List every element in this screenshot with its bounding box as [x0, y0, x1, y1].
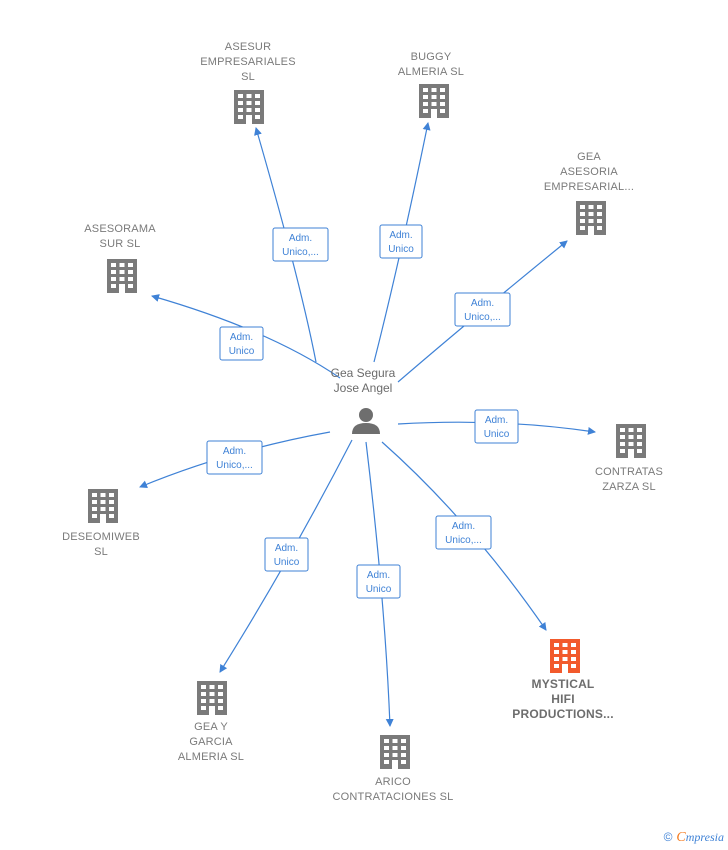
- building-icon: [419, 84, 449, 118]
- role-text: Adm.: [452, 521, 475, 532]
- company-name-line: HIFI: [551, 692, 574, 706]
- role-text: Adm.: [389, 230, 412, 241]
- company-node-mystical[interactable]: MYSTICALHIFIPRODUCTIONS...: [512, 639, 614, 721]
- role-text: Adm.: [471, 298, 494, 309]
- building-icon: [234, 90, 264, 124]
- role-text: Unico: [484, 429, 510, 440]
- company-name-line: ASESUR: [225, 41, 271, 53]
- role-text: Adm.: [485, 415, 508, 426]
- company-name-line: MYSTICAL: [532, 677, 595, 691]
- center-name-line1: Gea Segura: [331, 366, 396, 380]
- role-badge-buggy[interactable]: Adm. Unico: [379, 224, 423, 259]
- company-name-line: ARICO: [375, 776, 411, 788]
- role-badge-asesur[interactable]: Adm. Unico,...: [272, 227, 329, 262]
- role-badge-arico[interactable]: Adm. Unico: [356, 564, 401, 599]
- company-name-line: GARCIA: [189, 736, 233, 748]
- role-text: Unico: [229, 346, 255, 357]
- company-name-line: ASESORAMA: [84, 223, 156, 235]
- company-name-line: ASESORIA: [560, 166, 618, 178]
- building-icon: [550, 639, 580, 673]
- company-node-gea-asesoria[interactable]: GEA ASESORIA EMPRESARIAL...: [544, 151, 634, 235]
- role-text: Adm.: [367, 570, 390, 581]
- role-text: Adm.: [230, 332, 253, 343]
- role-badge-gea-asesoria[interactable]: Adm. Unico,...: [454, 292, 511, 327]
- company-name-line: ALMERIA SL: [178, 751, 244, 763]
- edges-layer: Adm.Unico,...Adm.UnicoAdm.Unico,...Adm.U…: [139, 122, 596, 727]
- company-name-line: GEA: [577, 151, 601, 163]
- company-node-asesorama[interactable]: ASESORAMA SUR SL: [84, 223, 156, 293]
- company-name-line: CONTRATAS: [595, 466, 663, 478]
- role-text: Adm.: [223, 446, 246, 457]
- company-node-contratas[interactable]: CONTRATAS ZARZA SL: [595, 424, 663, 493]
- role-text: Unico: [388, 244, 414, 255]
- role-text: Unico: [366, 584, 392, 595]
- nodes-layer: ASESUR EMPRESARIALES SL BUGGY ALMERIA SL GEA A…: [62, 41, 663, 803]
- company-node-gea-garcia[interactable]: GEA Y GARCIA ALMERIA SL: [178, 681, 244, 763]
- building-icon: [576, 201, 606, 235]
- role-badge-contratas[interactable]: Adm. Unico: [474, 409, 519, 444]
- company-node-deseomiweb[interactable]: DESEOMIWEB SL: [62, 489, 140, 558]
- company-name-line: SL: [241, 71, 255, 83]
- person-icon: [352, 408, 380, 434]
- building-icon: [616, 424, 646, 458]
- company-name-line: SL: [94, 546, 108, 558]
- role-badge-mystical[interactable]: Adm. Unico,...: [435, 515, 492, 550]
- center-person-node[interactable]: Gea Segura Jose Angel: [331, 366, 396, 434]
- brand-logo-letter: C: [676, 830, 686, 845]
- company-name-line: EMPRESARIAL...: [544, 181, 634, 193]
- role-text: Unico,...: [445, 535, 482, 546]
- copyright-symbol: ©: [663, 830, 673, 844]
- company-name-line: SUR SL: [100, 238, 141, 250]
- role-text: Unico,...: [216, 460, 253, 471]
- company-name-line: ALMERIA SL: [398, 66, 464, 78]
- brand-logo-text: mpresia: [685, 830, 724, 844]
- role-text: Adm.: [289, 233, 312, 244]
- company-name-line: GEA Y: [194, 721, 228, 733]
- company-name-line: CONTRATACIONES SL: [333, 791, 454, 803]
- company-name-line: DESEOMIWEB: [62, 531, 140, 543]
- company-node-asesur[interactable]: ASESUR EMPRESARIALES SL: [200, 41, 296, 124]
- role-text: Adm.: [275, 543, 298, 554]
- role-text: Unico,...: [282, 247, 319, 258]
- company-name-line: ZARZA SL: [602, 481, 656, 493]
- company-name-line: PRODUCTIONS...: [512, 707, 613, 721]
- center-name-line2: Jose Angel: [334, 381, 393, 395]
- company-node-arico[interactable]: ARICO CONTRATACIONES SL: [333, 735, 454, 803]
- building-icon: [88, 489, 118, 523]
- brand-footer[interactable]: ©Cmpresia: [664, 830, 724, 846]
- company-name-line: BUGGY: [411, 51, 452, 63]
- edge-asesur: [254, 127, 317, 363]
- role-badge-deseomiweb[interactable]: Adm. Unico,...: [206, 440, 263, 475]
- company-node-buggy[interactable]: BUGGY ALMERIA SL: [398, 51, 464, 118]
- role-badge-gea-garcia[interactable]: Adm. Unico: [264, 537, 309, 572]
- building-icon: [197, 681, 227, 715]
- role-badge-asesorama[interactable]: Adm. Unico: [219, 326, 264, 361]
- building-icon: [107, 259, 137, 293]
- role-text: Unico,...: [464, 312, 501, 323]
- company-name-line: EMPRESARIALES: [200, 56, 296, 68]
- role-text: Unico: [274, 557, 300, 568]
- building-icon: [380, 735, 410, 769]
